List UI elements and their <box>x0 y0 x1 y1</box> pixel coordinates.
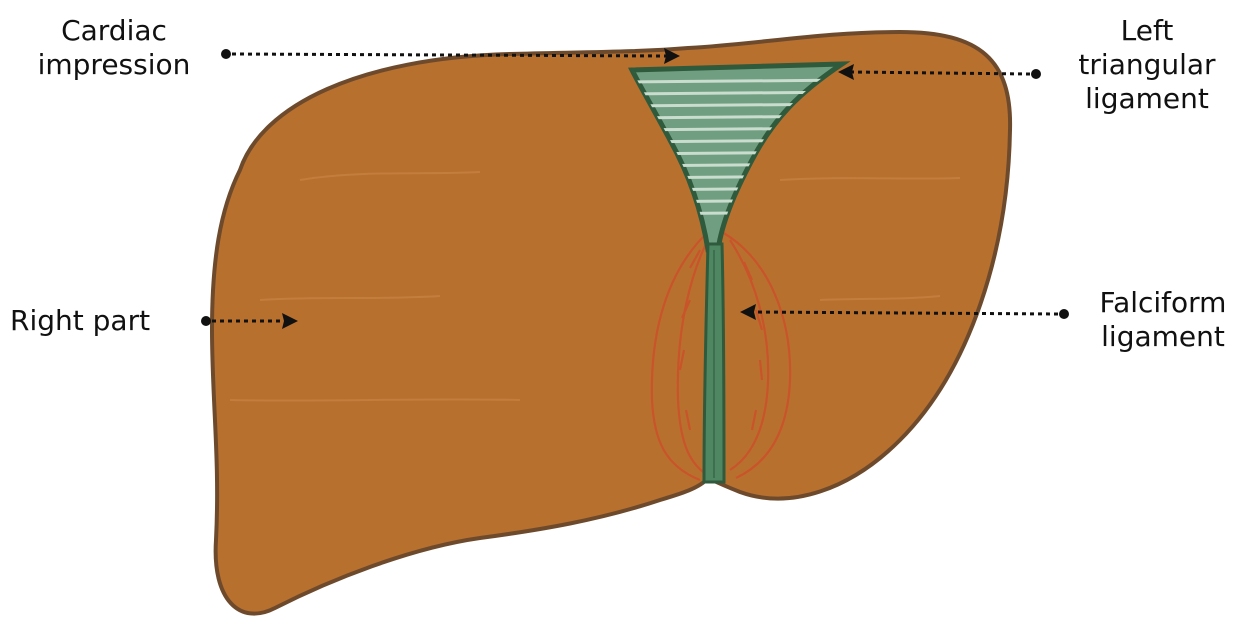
label-cardiac-impression: Cardiac impression <box>14 14 214 82</box>
label-falciform-line2: ligament <box>1078 320 1248 354</box>
label-cardiac-impression-line1: Cardiac <box>14 14 214 48</box>
label-left-triangular-line1: Left <box>1052 14 1242 48</box>
label-cardiac-impression-line2: impression <box>14 48 214 82</box>
label-left-triangular-ligament: Left triangular ligament <box>1052 14 1242 116</box>
label-left-triangular-line2: triangular <box>1052 48 1242 82</box>
label-right-part-line1: Right part <box>10 304 150 338</box>
liver-body <box>212 32 1010 614</box>
label-falciform-ligament: Falciform ligament <box>1078 286 1248 354</box>
label-left-triangular-line3: ligament <box>1052 82 1242 116</box>
label-right-part: Right part <box>10 304 150 338</box>
label-falciform-line1: Falciform <box>1078 286 1248 320</box>
